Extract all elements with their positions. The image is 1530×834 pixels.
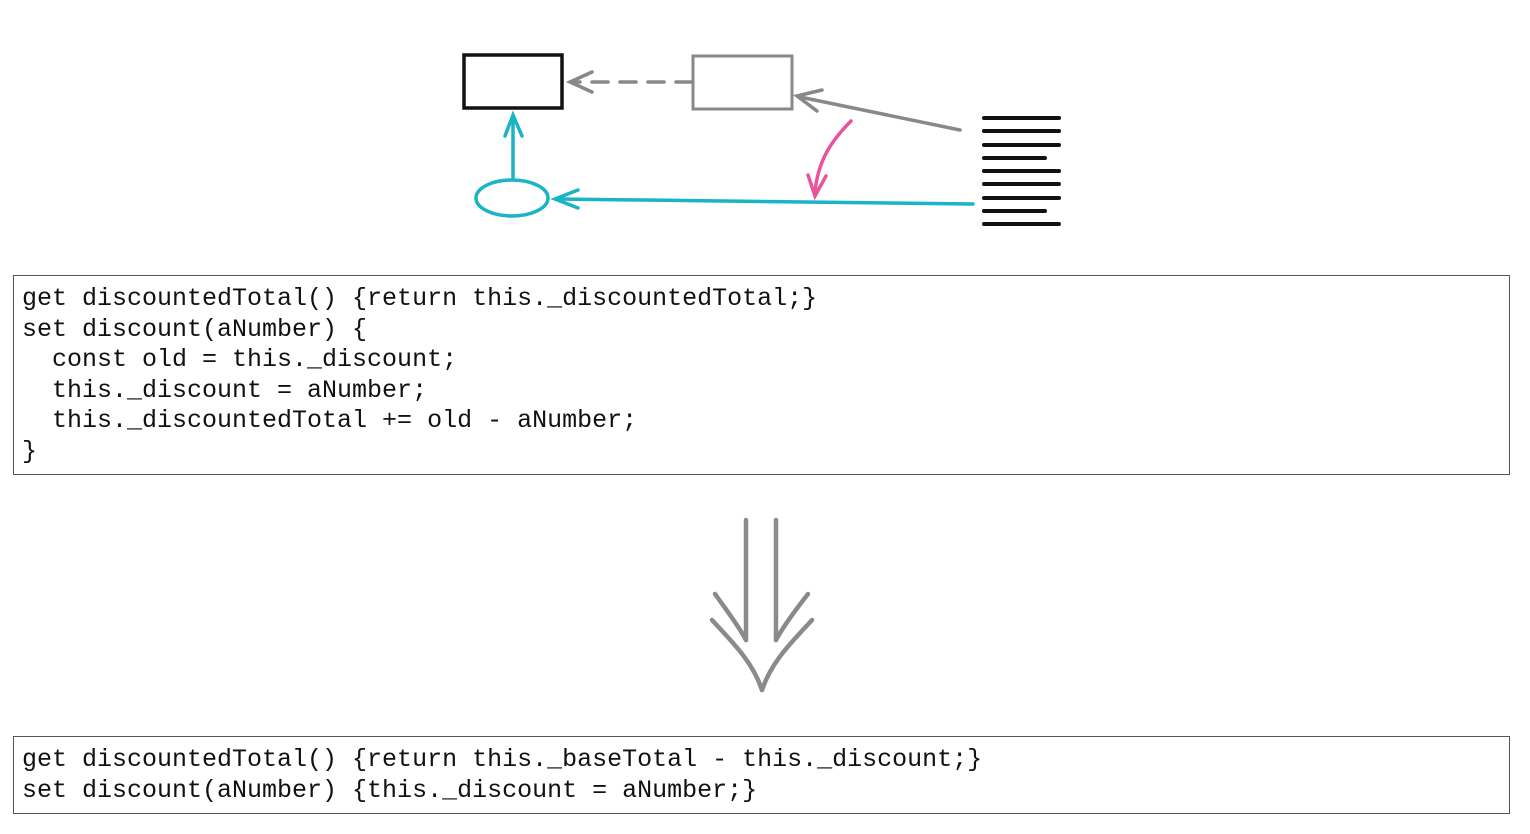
dashed-dependency-arrow	[565, 70, 694, 94]
teal-up-arrow	[503, 110, 524, 181]
code-line: this._discountedTotal += old - aNumber;	[22, 406, 638, 435]
gray-reference-arrow	[792, 88, 962, 132]
computed-value-ellipse	[474, 178, 550, 218]
pink-replace-arrow	[806, 119, 853, 201]
code-line: set discount(aNumber) {	[22, 314, 368, 344]
code-lines-icon	[982, 116, 1061, 226]
code-line: set discount(aNumber) {this._discount = …	[22, 775, 758, 805]
source-box	[691, 54, 794, 111]
code-before-box: get discountedTotal() {return this._disc…	[13, 275, 1510, 475]
target-box	[462, 53, 564, 110]
code-line: get discountedTotal() {return this._base…	[22, 745, 983, 774]
double-down-arrow-icon	[709, 517, 815, 693]
teal-left-arrow	[550, 188, 975, 210]
refactoring-sketch-diagram	[462, 53, 1061, 226]
code-line: get discountedTotal() {return this._disc…	[22, 284, 818, 313]
code-line: const old = this._discount;	[22, 345, 458, 374]
code-line: this._discount = aNumber;	[22, 375, 428, 405]
code-line: }	[22, 436, 38, 466]
code-after-box: get discountedTotal() {return this._base…	[13, 736, 1510, 814]
